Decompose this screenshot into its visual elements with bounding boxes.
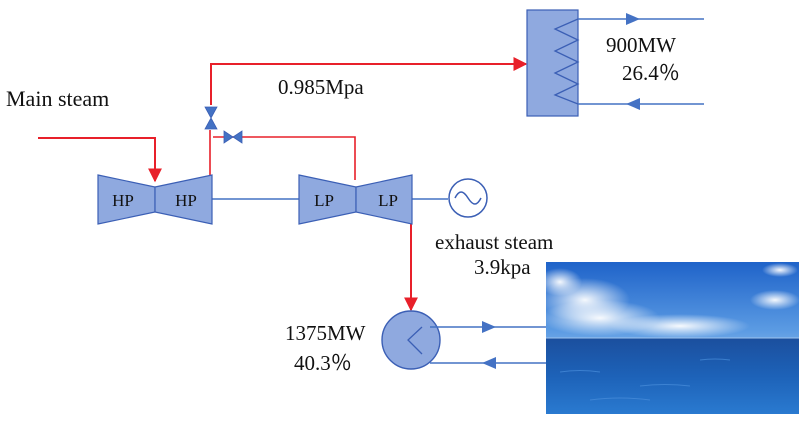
lp-turbine-1: LP [298, 174, 357, 225]
heat-exchanger-coil [553, 18, 580, 105]
hp-turbine-2-label: HP [175, 191, 197, 210]
crossover-line [213, 136, 356, 180]
heater-power-label: 900MW [606, 33, 676, 57]
heater-water-out-arrow [626, 13, 640, 25]
condenser-water-in-arrow [482, 357, 496, 369]
exhaust-pressure-label: 3.9kpa [474, 255, 531, 279]
lp-turbine-2-label: LP [378, 191, 398, 210]
condenser-coil [407, 326, 423, 355]
heater-water-in-arrow [626, 98, 640, 110]
generator [448, 178, 488, 218]
exhaust-steam-label: exhaust steam [435, 230, 553, 254]
main-steam-line [38, 137, 162, 183]
valve-vertical[interactable] [204, 106, 218, 130]
generator-wave [454, 191, 482, 205]
hp-turbine-1-label: HP [112, 191, 134, 210]
main-steam-label: Main steam [6, 86, 109, 111]
hp-turbine-2: HP [154, 174, 213, 225]
valve-icon [204, 106, 218, 130]
valve-icon [223, 130, 243, 144]
lp-turbine-1-label: LP [314, 191, 334, 210]
condenser-icon [381, 310, 441, 370]
lp-turbine-2: LP [355, 174, 413, 225]
valve-horizontal[interactable] [223, 130, 243, 144]
condenser-percent-label: 40.3％ [294, 351, 352, 375]
sea-photo [538, 262, 800, 414]
condenser-power-label: 1375MW [285, 321, 366, 345]
condenser-water-out-arrow [482, 321, 496, 333]
pressure-label: 0.985Mpa [278, 75, 364, 99]
heater-percent-label: 26.4％ [622, 61, 680, 85]
condenser [381, 310, 546, 370]
heat-exchanger [526, 9, 704, 117]
heat-exchanger-icon [526, 9, 579, 117]
hp-turbine-1: HP [97, 174, 156, 225]
extraction-line-upper [210, 57, 528, 105]
